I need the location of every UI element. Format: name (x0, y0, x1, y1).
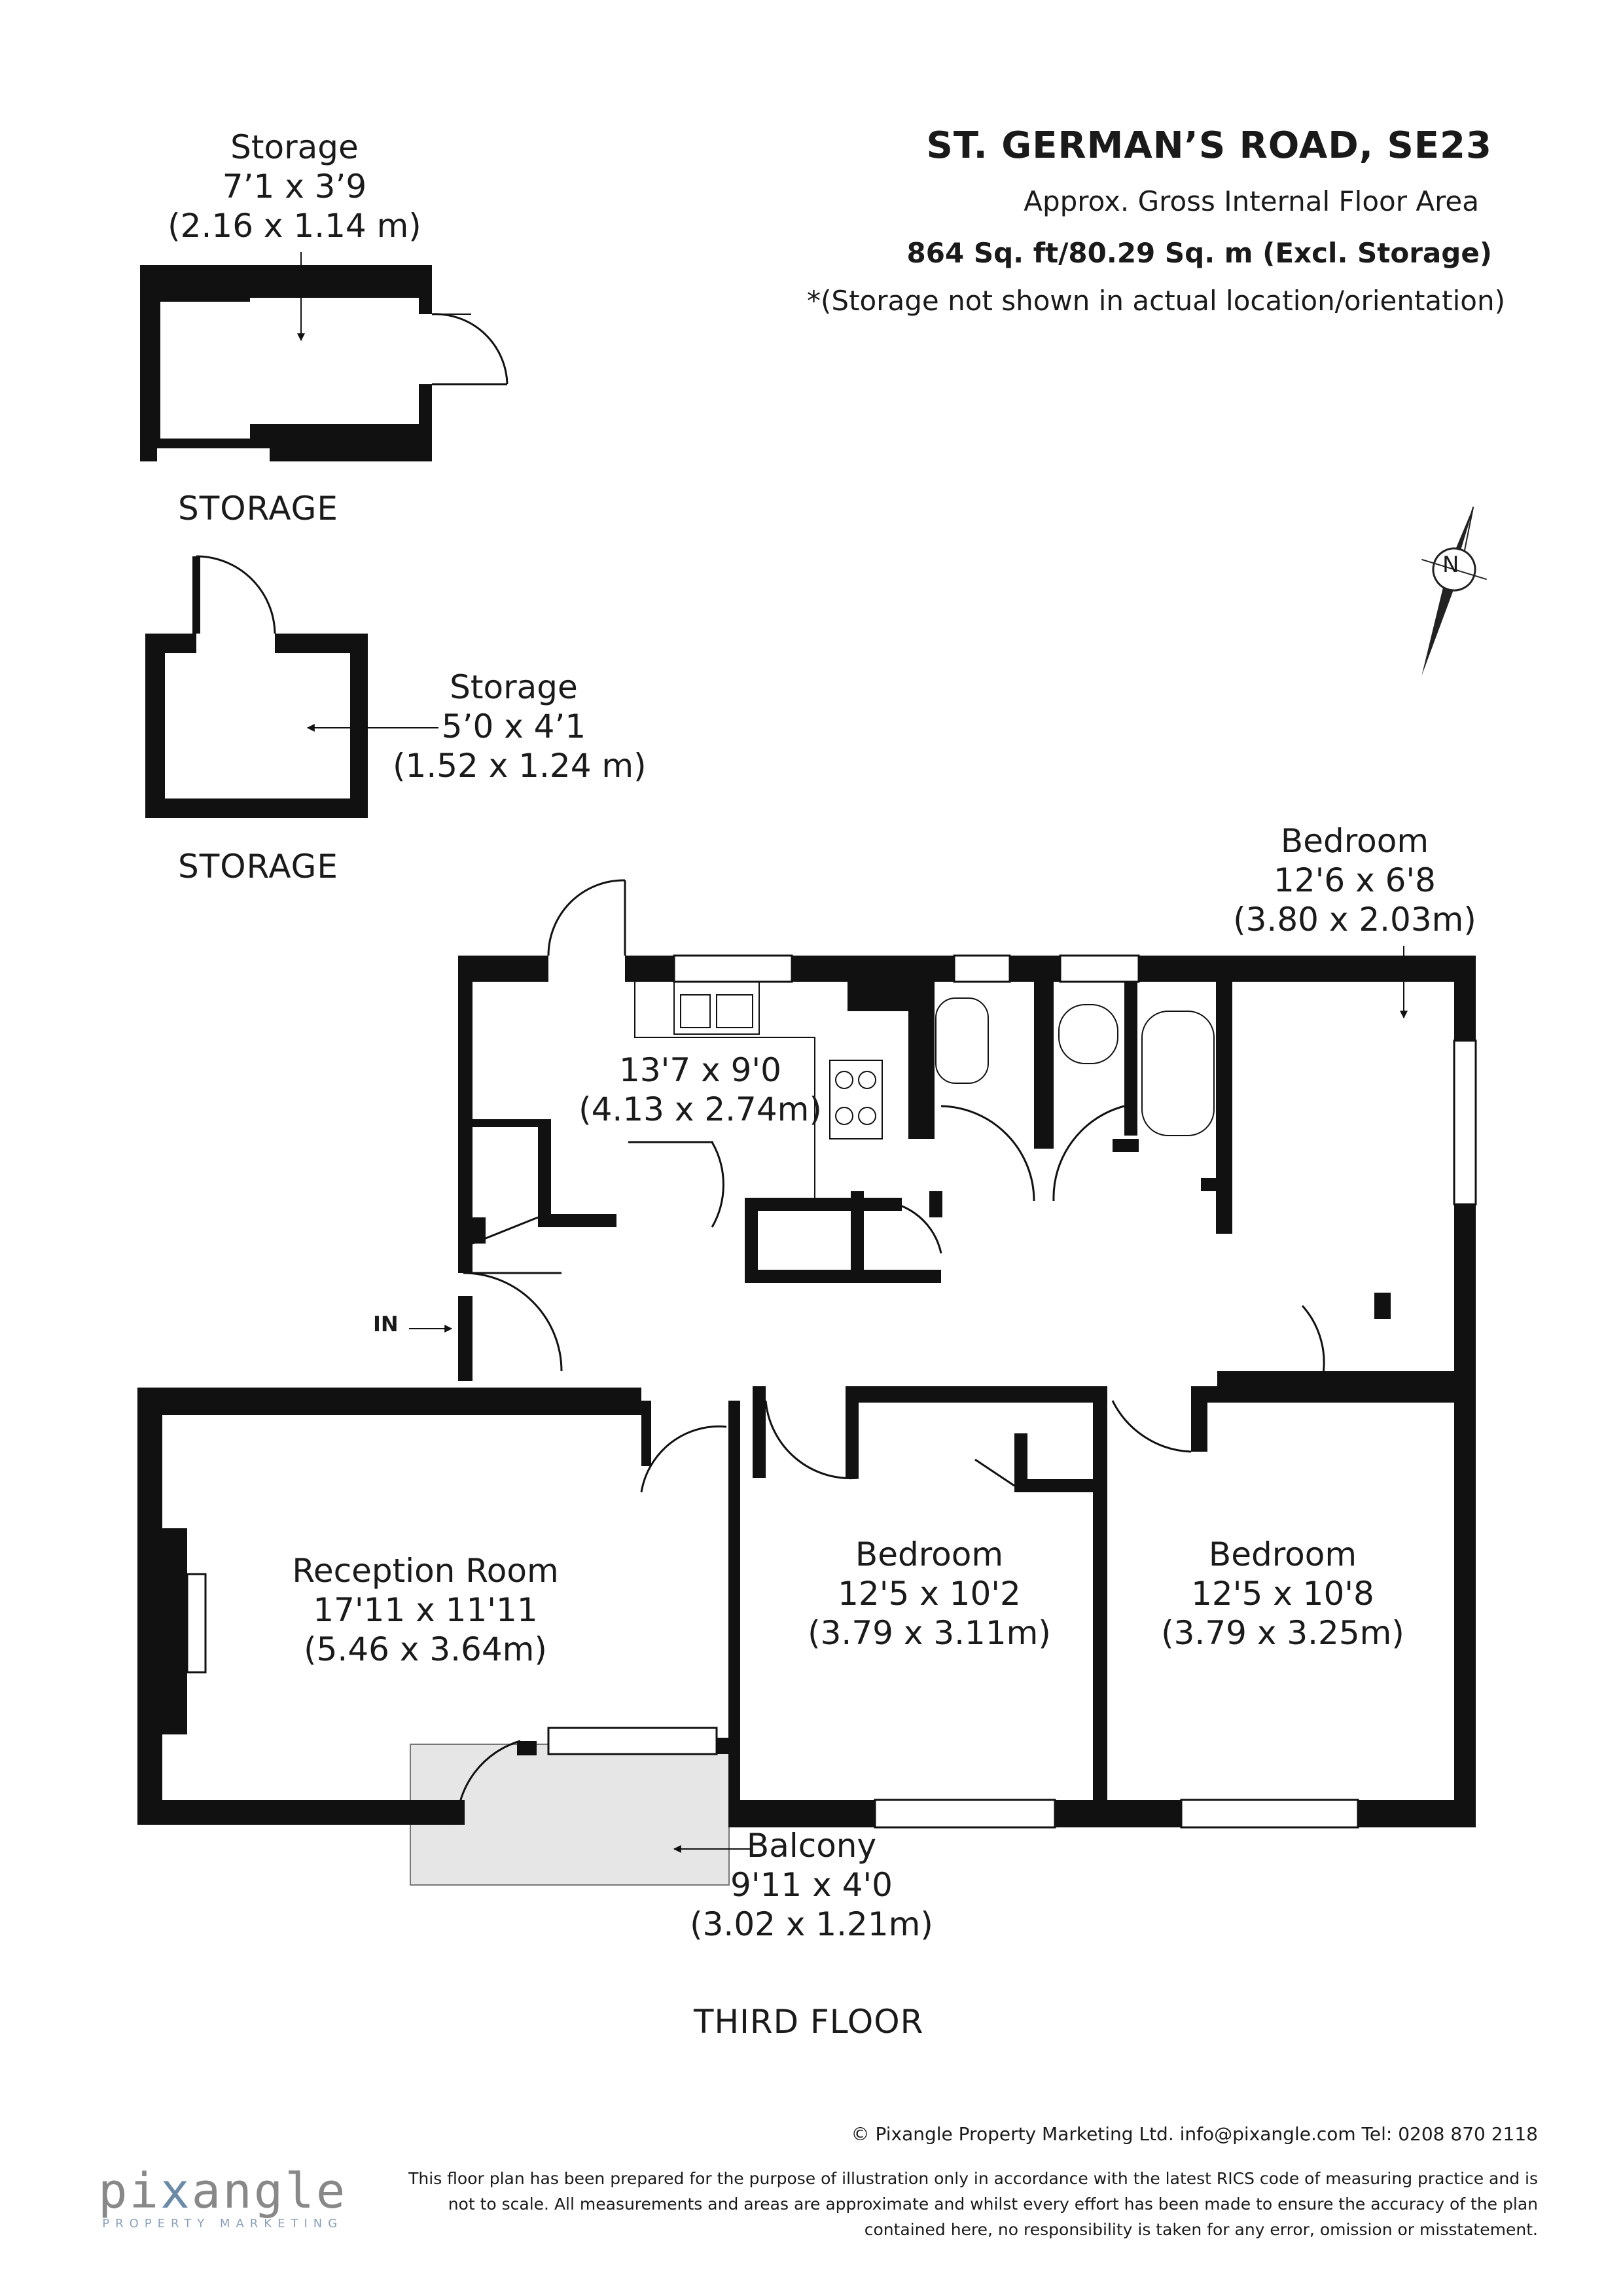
floor-area: 864 Sq. ft/80.29 Sq. m (Excl. Storage) (906, 237, 1492, 269)
balcony-dim-metric: (3.02 x 1.21m) (690, 1905, 933, 1943)
storage-1-plan (140, 252, 508, 461)
north-compass (1421, 507, 1488, 676)
entrance-label: IN (373, 1312, 399, 1336)
storage-2-dim-metric: (1.52 x 1.24 m) (393, 747, 647, 785)
disclaimer-line-2: not to scale. All measurements and areas… (448, 2194, 1538, 2214)
bedroom-top-name: Bedroom (1280, 822, 1429, 860)
storage-2-label: Storage 5’0 x 4’1 (1.52 x 1.24 m) (393, 668, 647, 785)
kitchen-dim-metric: (4.13 x 2.74m) (579, 1090, 822, 1128)
bedroom-mid-label: Bedroom 12'5 x 10'2 (3.79 x 3.11m) (798, 1535, 1060, 1653)
header-block: ST. GERMAN’S ROAD, SE23 Approx. Gross In… (807, 124, 1505, 317)
reception-label: Reception Room 17'11 x 11'11 (5.46 x 3.6… (262, 1551, 589, 1669)
reception-dim-metric: (5.46 x 3.64m) (304, 1630, 547, 1668)
logo-word-x: x (160, 2163, 192, 2219)
footer-disclaimer: This floor plan has been prepared for th… (360, 2166, 1538, 2242)
logo-wordmark: pixangle (98, 2163, 347, 2219)
bedroom-mid-dim-metric: (3.79 x 3.11m) (808, 1614, 1051, 1652)
area-subtitle: Approx. Gross Internal Floor Area (1024, 185, 1479, 217)
balcony-dim-imperial: 9'11 x 4'0 (730, 1866, 893, 1904)
bedroom-right-dim-metric: (3.79 x 3.25m) (1161, 1614, 1404, 1652)
kitchen-dim-imperial: 13'7 x 9'0 (619, 1051, 781, 1089)
storage-1-name: Storage (230, 128, 359, 166)
bedroom-top-label: Bedroom 12'6 x 6'8 (3.80 x 2.03m) (1224, 821, 1486, 939)
logo-word-a: pi (98, 2163, 161, 2219)
bedroom-right-label: Bedroom 12'5 x 10'8 (3.79 x 3.25m) (1152, 1535, 1414, 1653)
disclaimer-line-3: contained here, no responsibility is tak… (864, 2219, 1538, 2239)
compass-north-label: N (1442, 552, 1459, 578)
storage-1-dim-imperial: 7’1 x 3’9 (222, 168, 367, 206)
bedroom-right-name: Bedroom (1208, 1535, 1357, 1573)
reception-dim-imperial: 17'11 x 11'11 (313, 1591, 538, 1629)
logo-tagline: PROPERTY MARKETING (102, 2217, 344, 2231)
doors (455, 879, 1325, 1825)
storage-2-caption: STORAGE (178, 848, 339, 886)
bedroom-right-dim-imperial: 12'5 x 10'8 (1191, 1575, 1374, 1613)
logo-word-b: angle (191, 2163, 348, 2219)
bedroom-mid-name: Bedroom (855, 1535, 1004, 1573)
storage-2-dim-imperial: 5’0 x 4’1 (441, 708, 586, 745)
balcony-name: Balcony (746, 1827, 877, 1865)
balcony-label: Balcony 9'11 x 4'0 (3.02 x 1.21m) (681, 1826, 942, 1944)
disclaimer-line-1: This floor plan has been prepared for th… (408, 2169, 1538, 2188)
footer-copyright: © Pixangle Property Marketing Ltd. info@… (851, 2123, 1538, 2145)
pixangle-logo: pixangle PROPERTY MARKETING (98, 2163, 347, 2231)
bedroom-mid-dim-imperial: 12'5 x 10'2 (838, 1575, 1021, 1613)
storage-1-caption: STORAGE (178, 490, 339, 528)
kitchen-label: 13'7 x 9'0 (4.13 x 2.74m) (576, 1050, 825, 1129)
storage-1-label: Storage 7’1 x 3’9 (2.16 x 1.14 m) (157, 128, 432, 245)
windows (186, 954, 1477, 1829)
floor-label: THIRD FLOOR (694, 2003, 924, 2041)
storage-2-name: Storage (450, 668, 578, 706)
reception-name: Reception Room (292, 1552, 559, 1590)
bedroom-top-dim-metric: (3.80 x 2.03m) (1233, 901, 1476, 939)
storage-1-dim-metric: (2.16 x 1.14 m) (168, 207, 421, 245)
storage-note: *(Storage not shown in actual location/o… (807, 285, 1505, 317)
storage-2-plan (145, 555, 438, 818)
bedroom-top-dim-imperial: 12'6 x 6'8 (1274, 861, 1436, 899)
property-title: ST. GERMAN’S ROAD, SE23 (926, 124, 1492, 167)
kitchen-fittings (634, 981, 1215, 1198)
